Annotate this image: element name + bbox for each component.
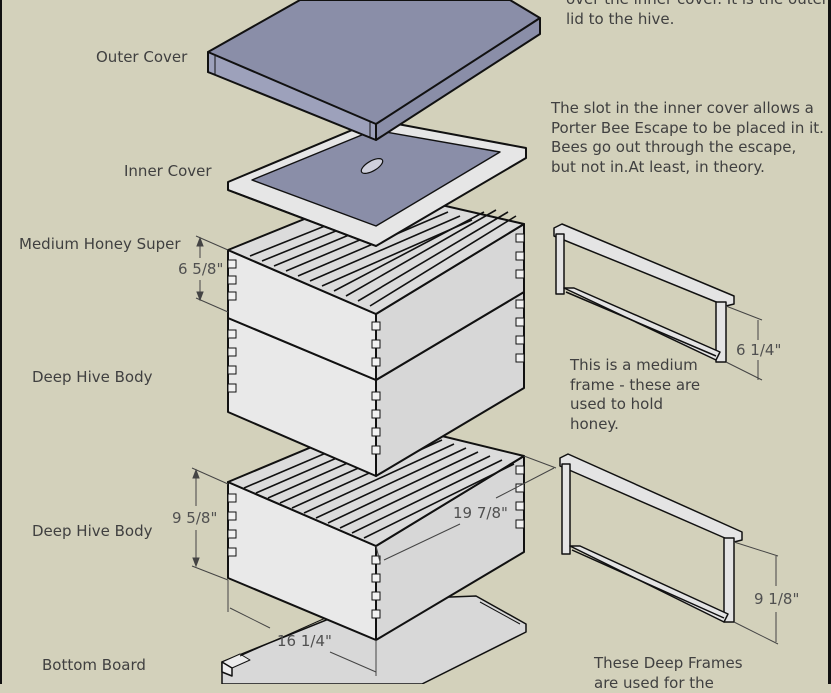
label-outer-cover: Outer Cover: [96, 48, 187, 66]
outer-cover-shape: [208, 0, 540, 140]
dimension-deep-frame-height: 9 1/8": [754, 590, 799, 608]
note-inner-cover-line: The slot in the inner cover allows a: [551, 99, 824, 119]
label-deep-hive-body-lower: Deep Hive Body: [32, 522, 152, 540]
note-medium-frame: This is a medium frame - these are used …: [570, 356, 700, 434]
note-medium-frame-line: honey.: [570, 415, 700, 435]
dimension-super-height: 6 5/8": [178, 260, 223, 278]
note-medium-frame-line: frame - these are: [570, 376, 700, 396]
note-outer-cover-line: lid to the hive.: [566, 10, 828, 30]
label-bottom-board: Bottom Board: [42, 656, 146, 674]
note-deep-frame: These Deep Frames are used for the: [594, 654, 743, 693]
note-outer-cover-line: over the inner cover. It is the outer: [566, 0, 828, 10]
frame-border-left: [0, 0, 2, 684]
note-inner-cover-line: but not in.At least, in theory.: [551, 158, 824, 178]
label-deep-hive-body-upper: Deep Hive Body: [32, 368, 152, 386]
note-inner-cover: The slot in the inner cover allows a Por…: [551, 99, 824, 177]
dimension-box-length: 19 7/8": [453, 504, 508, 522]
note-deep-frame-line: These Deep Frames: [594, 654, 743, 674]
note-medium-frame-line: used to hold: [570, 395, 700, 415]
label-medium-honey-super: Medium Honey Super: [19, 235, 181, 253]
deep-frame-shape: [560, 454, 742, 622]
medium-frame-shape: [554, 224, 734, 362]
dimension-box-width: 16 1/4": [277, 632, 332, 650]
note-medium-frame-line: This is a medium: [570, 356, 700, 376]
dimension-deep-height: 9 5/8": [172, 509, 217, 527]
note-inner-cover-line: Porter Bee Escape to be placed in it.: [551, 119, 824, 139]
note-deep-frame-line: are used for the: [594, 674, 743, 693]
label-inner-cover: Inner Cover: [124, 162, 212, 180]
note-outer-cover: over the inner cover. It is the outer li…: [566, 0, 828, 29]
note-inner-cover-line: Bees go out through the escape,: [551, 138, 824, 158]
dimension-medium-frame-height: 6 1/4": [736, 341, 781, 359]
